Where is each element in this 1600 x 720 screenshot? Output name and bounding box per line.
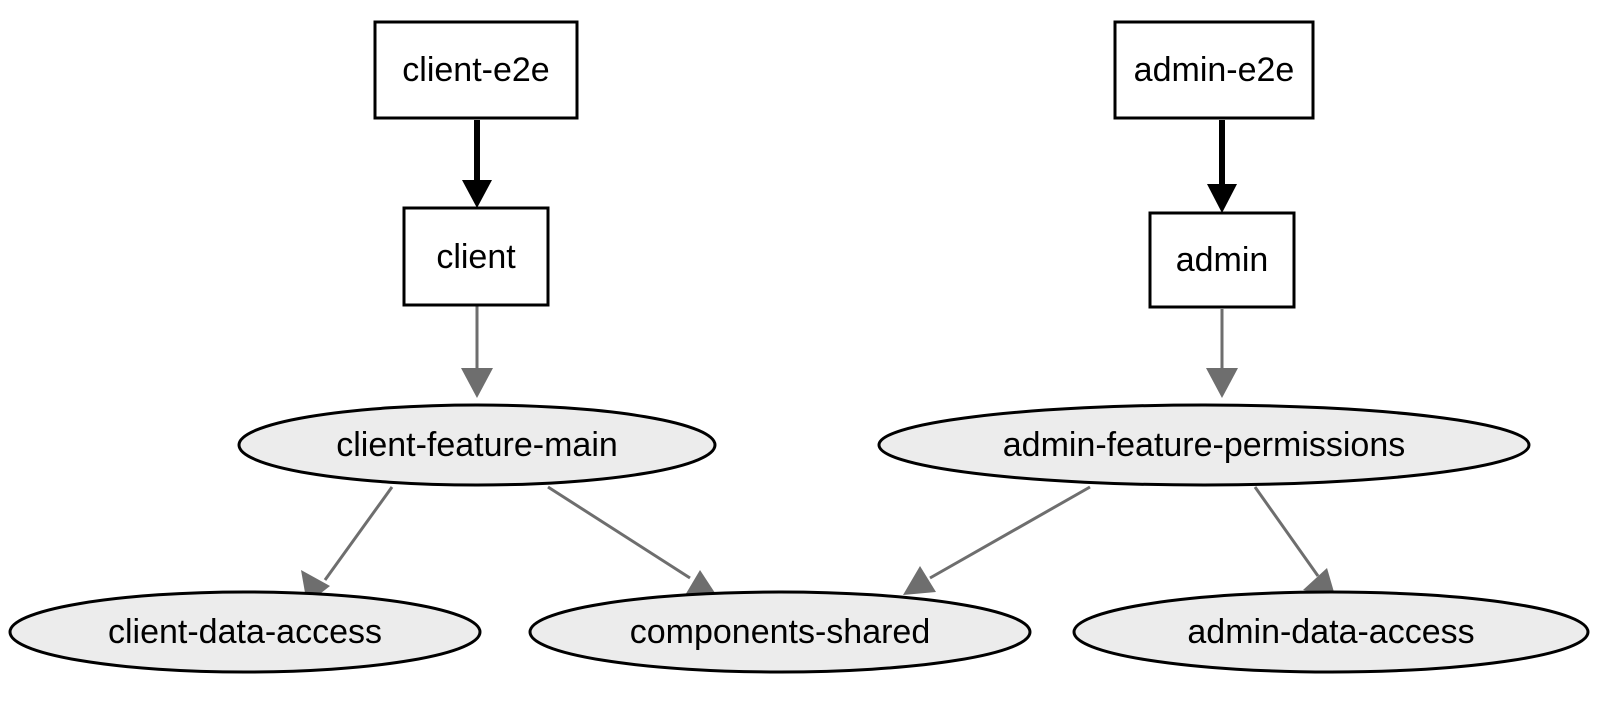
node-shape-ellipse — [1072, 590, 1590, 674]
node-layer: client-e2e client client-feature-main cl… — [8, 20, 1590, 674]
edge-line — [1253, 486, 1320, 577]
node-client[interactable]: client — [402, 206, 550, 307]
node-shape-rect — [1113, 20, 1315, 120]
arrowhead-icon — [462, 180, 492, 208]
edge-admin-feature-permissions-to-components-shared[interactable] — [903, 485, 1091, 595]
node-shape-rect — [373, 20, 579, 120]
edge-client-feature-main-to-components-shared[interactable] — [547, 485, 717, 597]
node-admin-feature-permissions[interactable]: admin-feature-permissions — [877, 403, 1531, 487]
node-shape-rect — [402, 206, 550, 307]
edge-client-e2e-to-client[interactable] — [462, 120, 492, 208]
node-admin-data-access[interactable]: admin-data-access — [1072, 590, 1590, 674]
node-client-e2e[interactable]: client-e2e — [373, 20, 579, 120]
node-shape-ellipse — [8, 590, 482, 674]
node-label: admin-feature-permissions — [1003, 426, 1406, 464]
arrowhead-icon — [684, 570, 717, 597]
node-label: admin-data-access — [1187, 613, 1474, 651]
node-admin-e2e[interactable]: admin-e2e — [1113, 20, 1315, 120]
arrowhead-icon — [903, 566, 936, 595]
node-label: admin-e2e — [1134, 51, 1295, 89]
node-label: admin — [1176, 241, 1269, 279]
node-shape-ellipse — [528, 590, 1032, 674]
edge-admin-feature-permissions-to-admin-data-access[interactable] — [1253, 486, 1336, 599]
edge-client-feature-main-to-client-data-access[interactable] — [301, 486, 394, 604]
edge-admin-e2e-to-admin[interactable] — [1207, 120, 1237, 213]
node-shape-ellipse — [237, 403, 717, 487]
node-components-shared[interactable]: components-shared — [528, 590, 1032, 674]
arrowhead-icon — [1207, 184, 1237, 213]
node-label: components-shared — [630, 613, 931, 651]
node-client-data-access[interactable]: client-data-access — [8, 590, 482, 674]
arrowhead-icon — [1206, 368, 1238, 398]
node-label: client-feature-main — [336, 426, 618, 464]
edge-line — [547, 485, 691, 580]
edge-admin-to-admin-feature-permissions[interactable] — [1206, 309, 1238, 398]
node-admin[interactable]: admin — [1148, 211, 1296, 309]
edge-line — [929, 485, 1091, 580]
arrowhead-icon — [461, 368, 493, 398]
node-label: client-e2e — [402, 51, 549, 89]
node-label: client — [436, 238, 516, 276]
edge-line — [323, 486, 394, 581]
node-shape-ellipse — [877, 403, 1531, 487]
edge-layer — [301, 120, 1336, 604]
edge-client-to-client-feature-main[interactable] — [461, 306, 493, 398]
node-label: client-data-access — [108, 613, 382, 651]
node-shape-rect — [1148, 211, 1296, 309]
node-client-feature-main[interactable]: client-feature-main — [237, 403, 717, 487]
